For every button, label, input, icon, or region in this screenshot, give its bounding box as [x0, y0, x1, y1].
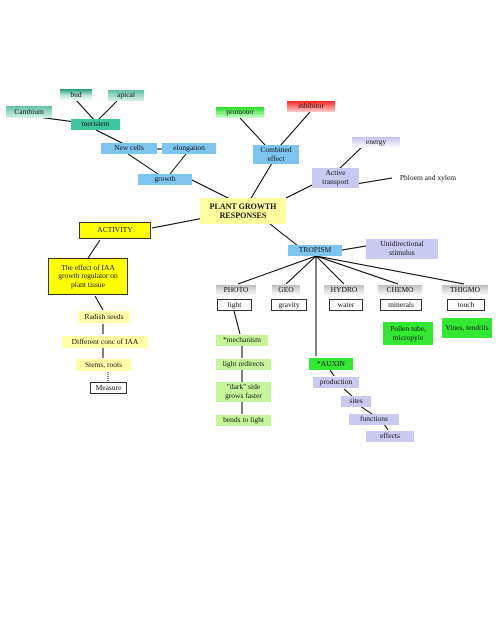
node-measure: Measure [90, 382, 127, 394]
link-responses-activity [151, 217, 205, 229]
node-tropism: TROPISM [288, 245, 342, 256]
node-cambium: Cambium [6, 106, 52, 118]
link-tropism-geo [285, 255, 317, 285]
node-apical: apical [108, 90, 144, 101]
node-light-redirects: light redirects [216, 359, 271, 370]
node-phloem-xylem: Phloem and xylem [399, 173, 457, 183]
node-effects: effects [366, 431, 414, 442]
node-plant-growth-responses: PLANT GROWTH RESPONSES [200, 198, 286, 224]
node-effect-of-iaa: The effect of IAA growth regulator on pl… [48, 258, 128, 295]
node-touch: touch [447, 299, 485, 311]
node-geo: GEO [272, 285, 300, 296]
node-functions: functions [349, 414, 399, 425]
link-activity-effect [87, 239, 101, 259]
link-phloem-transport [355, 177, 393, 185]
link-energy-transport [337, 146, 363, 171]
node-active-transport: Active transport [312, 168, 359, 188]
link-meristem-newcells [95, 129, 125, 145]
link-inhibitor-combined [279, 111, 311, 147]
node-water: water [329, 299, 363, 311]
link-tropism-thigmo [315, 255, 465, 285]
link-tropism-photo [237, 255, 317, 285]
node-energy: energy [352, 137, 400, 148]
node-light: light [217, 299, 252, 311]
link-elongation-growth [169, 153, 187, 175]
link-responses-tropism [269, 223, 299, 247]
node-meristem: meristem [71, 119, 120, 130]
node-radish-seeds: Radish seeds [78, 311, 130, 323]
node-inhibitor: inhibitor [287, 101, 335, 112]
node-hydro: HYDRO [324, 285, 364, 296]
node-mechanism: *mechanism [216, 335, 268, 346]
node-production: production [313, 377, 359, 388]
node-sites: sites [341, 396, 371, 407]
node-activity: ACTIVITY [79, 222, 151, 239]
link-tropism-unidirectional [341, 245, 367, 251]
link-newcells-growth [127, 153, 159, 175]
node-unidirectional-stimulus: Unidirectional stimulus [366, 239, 438, 259]
node-photo: PHOTO [216, 285, 256, 296]
node-dark-side: "dark" side grows faster [216, 382, 271, 402]
link-tropism-hydro [315, 255, 345, 285]
link-functions-effects [383, 423, 389, 431]
node-promoter: promoter [216, 107, 264, 118]
node-bud: bud [60, 89, 92, 101]
link-promoter-combined [239, 117, 267, 147]
link-combined-responses [249, 162, 273, 201]
link-meristem-apical [95, 99, 119, 123]
link-growth-responses [191, 179, 233, 201]
node-growth: growth [138, 174, 192, 185]
link-production-sites [343, 388, 353, 397]
node-stems-roots: Stems, roots [76, 359, 131, 371]
node-thigmo: THIGMO [442, 285, 488, 296]
node-pollen-tube: Pollen tube, micropyle [383, 322, 433, 345]
node-different-conc-iaa: Different conc of IAA [62, 336, 148, 348]
node-vines-tendrils: Vines, tendrils [442, 318, 492, 338]
node-chemo: CHEMO [378, 285, 422, 296]
node-auxin: *AUXIN [309, 358, 353, 370]
link-sites-functions [359, 405, 373, 415]
link-auxin-production [329, 369, 335, 377]
node-new-cells: New cells [101, 143, 157, 154]
node-minerals: minerals [380, 299, 422, 311]
link-light-mechanism [233, 310, 241, 335]
node-bends-to-light: bends to light [216, 415, 271, 426]
link-meristem-bud [75, 99, 97, 123]
link-transport-responses [285, 184, 313, 199]
node-elongation: elongation [162, 143, 216, 154]
link-tropism-chemo [315, 255, 399, 285]
node-gravity: gravity [271, 299, 307, 311]
link-effect-radish [94, 295, 104, 311]
node-combined-effect: Combined effect [253, 145, 299, 164]
